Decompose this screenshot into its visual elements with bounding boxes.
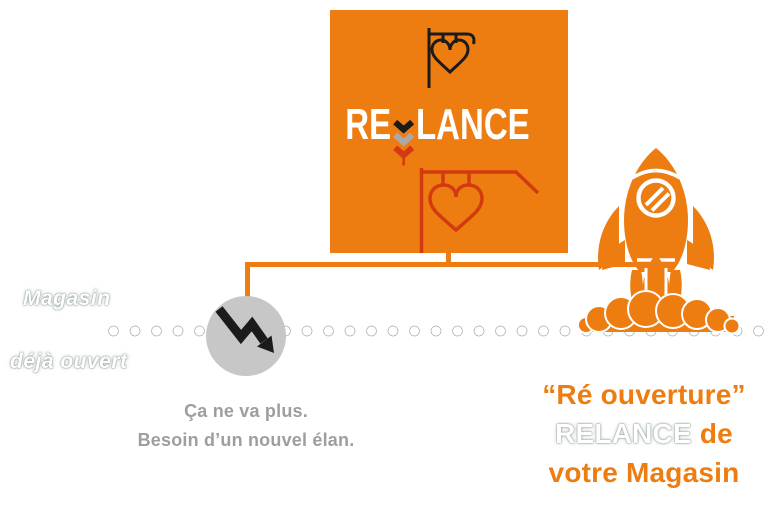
triple-chevron-down-icon xyxy=(393,119,415,166)
relaunch-emphasis: RELANCE xyxy=(555,418,692,449)
relance-logo-card: RE LANCE xyxy=(330,10,568,253)
rocket-icon xyxy=(578,148,741,335)
hanging-heart-sign-icon-bottom xyxy=(419,168,540,253)
decline-caption: Ça ne va plus. Besoin d’un nouvel élan. xyxy=(86,397,406,455)
decline-badge xyxy=(206,296,286,376)
connector-horizontal xyxy=(245,262,641,267)
brand-wordmark: RE LANCE xyxy=(330,103,568,175)
downtrend-arrow-icon xyxy=(215,306,274,353)
relaunch-line1: “Ré ouverture” xyxy=(542,379,746,410)
hanging-heart-sign-icon-top xyxy=(427,28,476,88)
brand-suffix: LANCE xyxy=(416,100,531,149)
relaunch-caption: “Ré ouverture” RELANCE de votre Magasin xyxy=(520,375,768,492)
connector-stub xyxy=(446,252,451,263)
decline-caption-line2: Besoin d’un nouvel élan. xyxy=(137,430,355,450)
decline-caption-line1: Ça ne va plus. xyxy=(184,401,308,421)
connector-drop-left xyxy=(245,263,250,302)
brand-prefix: RE xyxy=(345,100,392,149)
relaunch-line2: RELANCE de xyxy=(520,414,768,453)
relaunch-line2-rest: de xyxy=(691,418,733,449)
label-deja-ouvert: déjà ouvert xyxy=(10,350,128,373)
label-magasin: Magasin xyxy=(23,287,111,310)
relaunch-line3: votre Magasin xyxy=(548,457,740,488)
